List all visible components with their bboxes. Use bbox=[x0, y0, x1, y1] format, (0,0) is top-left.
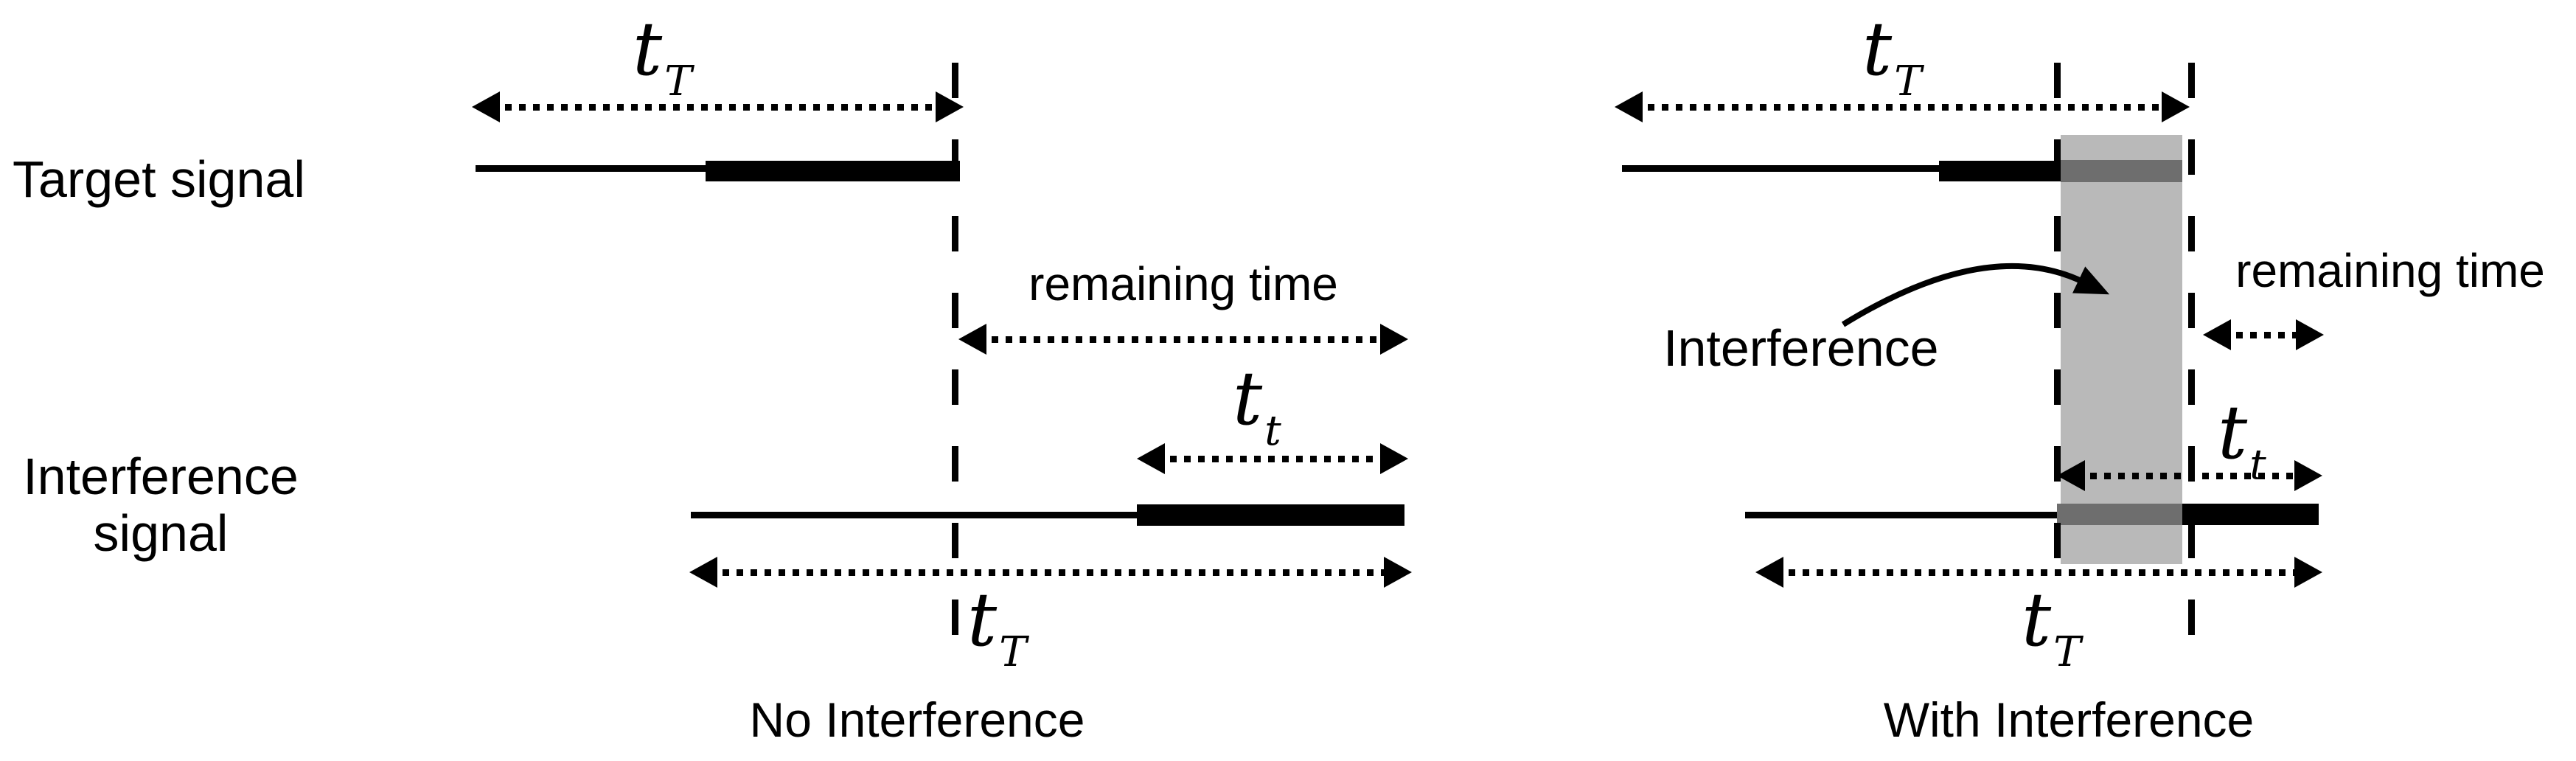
right-tT-bottom-symbol: t bbox=[2022, 577, 2052, 663]
left-tT-bottom-symbol: t bbox=[967, 577, 998, 663]
dotted-line bbox=[1156, 456, 1389, 462]
left-tT-top-subscript: T bbox=[664, 58, 692, 105]
left-transmit-duration-top-label: tT bbox=[633, 6, 692, 105]
interference-signal-row-label-line2: signal bbox=[93, 504, 229, 562]
interference-signal-row-label-line1: Interference bbox=[23, 448, 299, 505]
right-remaining-time-arrow bbox=[2203, 319, 2324, 351]
dotted-line bbox=[491, 104, 944, 111]
left-tt-arrow bbox=[1137, 442, 1408, 475]
arrow-right-icon bbox=[1380, 324, 1408, 355]
right-tt-symbol: t bbox=[2218, 389, 2248, 476]
interference-occupancy-region bbox=[2061, 135, 2182, 564]
left-interference-signal-wait-line bbox=[691, 512, 1139, 518]
arrow-right-icon bbox=[2294, 557, 2322, 588]
dotted-line bbox=[1775, 569, 2303, 576]
left-tT-top-arrow bbox=[472, 91, 964, 123]
right-transmission-time-label: tt bbox=[2218, 389, 2266, 489]
right-tT-bottom-arrow bbox=[1755, 556, 2322, 588]
left-transmit-duration-bottom-label: tT bbox=[967, 577, 1027, 676]
left-panel-caption: No Interference bbox=[749, 692, 1085, 747]
dotted-line bbox=[709, 569, 1393, 576]
left-transmission-time-label: tt bbox=[1233, 355, 1281, 455]
left-deadline-dashed-line bbox=[952, 63, 958, 653]
right-interference-signal-wait-line bbox=[1745, 512, 2058, 518]
right-remaining-time-label: remaining time bbox=[2235, 244, 2545, 297]
arrow-right-icon bbox=[1384, 557, 1412, 588]
left-remaining-time-label: remaining time bbox=[1028, 257, 1338, 310]
arrow-right-icon bbox=[2296, 319, 2324, 350]
right-interference-end-dashed-line bbox=[2188, 63, 2195, 660]
right-transmit-duration-top-label: tT bbox=[1862, 6, 1922, 105]
right-interference-start-dashed-line bbox=[2054, 63, 2061, 583]
right-target-signal-transmission-bar bbox=[1939, 161, 2061, 181]
left-tt-symbol: t bbox=[1233, 355, 1263, 442]
right-interference-signal-transmission-bar bbox=[2182, 504, 2319, 525]
right-tt-subscript: t bbox=[2249, 441, 2266, 489]
right-tT-top-arrow bbox=[1615, 91, 2190, 123]
target-signal-row-label: Target signal bbox=[13, 150, 305, 208]
right-tT-bottom-subscript: T bbox=[2053, 628, 2081, 676]
interference-signal-row-label: Interference signal bbox=[13, 448, 308, 562]
left-target-signal-wait-line bbox=[476, 165, 708, 172]
left-target-signal-transmission-bar bbox=[706, 161, 960, 181]
dotted-line bbox=[1634, 104, 2171, 111]
arrow-right-icon bbox=[2162, 91, 2190, 122]
dotted-line bbox=[2222, 332, 2305, 338]
left-tT-bottom-subscript: T bbox=[999, 628, 1027, 676]
interference-pointer-label: Interference bbox=[1663, 319, 1939, 377]
left-tt-subscript: t bbox=[1264, 407, 1281, 455]
arrow-right-icon bbox=[936, 91, 964, 122]
right-target-signal-collision-bar bbox=[2061, 160, 2182, 182]
left-tT-top-symbol: t bbox=[633, 6, 663, 92]
right-panel-caption: With Interference bbox=[1883, 692, 2255, 747]
right-tT-top-subscript: T bbox=[1894, 58, 1922, 105]
right-transmit-duration-bottom-label: tT bbox=[2022, 577, 2081, 676]
left-interference-signal-transmission-bar bbox=[1137, 504, 1404, 526]
right-target-signal-wait-line bbox=[1622, 165, 1940, 172]
arrow-right-icon bbox=[2294, 460, 2322, 491]
curved-pointer-path bbox=[1841, 263, 2110, 327]
left-remaining-time-arrow bbox=[958, 323, 1408, 355]
right-interference-signal-collision-bar bbox=[2057, 504, 2182, 525]
right-tT-top-symbol: t bbox=[1862, 6, 1893, 92]
interference-pointer-arrow bbox=[1841, 263, 2110, 327]
dotted-line bbox=[978, 336, 1389, 343]
left-tT-bottom-arrow bbox=[689, 556, 1412, 588]
arrow-right-icon bbox=[1380, 443, 1408, 474]
